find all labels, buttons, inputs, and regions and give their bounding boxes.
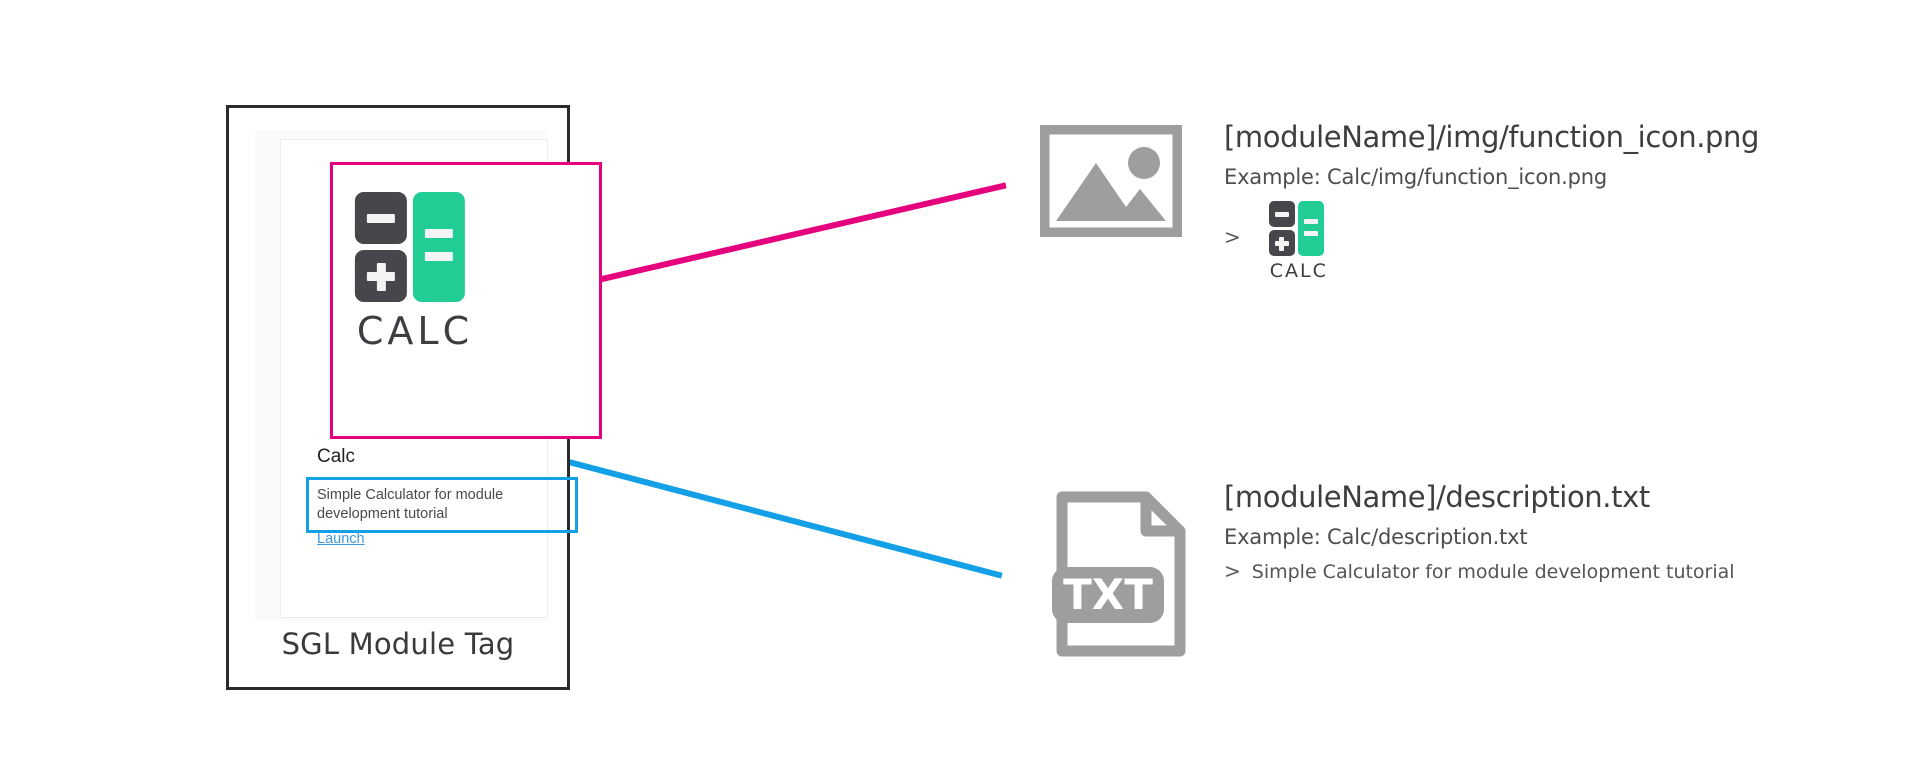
calc-left-column <box>354 192 407 302</box>
angle-bracket-icon: > <box>1224 559 1241 583</box>
equals-key-icon <box>412 192 465 302</box>
entry-text-block: [moduleName]/img/function_icon.png Examp… <box>1224 120 1759 282</box>
entry-heading: [moduleName]/img/function_icon.png <box>1224 120 1760 154</box>
module-tag-title: Calc <box>317 446 356 467</box>
module-tag-card[interactable]: CALC Calc Simple Calculator for module d… <box>280 139 602 618</box>
calc-left-column <box>1268 201 1295 256</box>
calc-logo-example: CALC <box>1268 201 1328 282</box>
minus-key-icon <box>354 192 407 244</box>
entry-heading: [moduleName]/description.txt <box>1224 480 1650 514</box>
plus-key-icon <box>1268 230 1295 256</box>
calc-logo: CALC <box>354 192 474 353</box>
txt-file-icon: TXT <box>1050 485 1192 668</box>
connector-line-icon <box>542 182 1007 296</box>
angle-bracket-icon: > <box>1224 225 1241 249</box>
entry-value-row: > <box>1224 201 1759 282</box>
calc-wordmark: CALC <box>356 309 474 353</box>
calc-wordmark: CALC <box>1269 260 1328 282</box>
frame-caption: SGL Module Tag <box>281 627 515 661</box>
plus-key-icon <box>354 250 407 302</box>
calc-keys <box>1268 201 1328 256</box>
launch-link[interactable]: Launch <box>317 531 365 547</box>
module-tag-surface: CALC Calc Simple Calculator for module d… <box>255 130 602 620</box>
image-placeholder-icon <box>1038 123 1184 242</box>
entry-value-text: Simple Calculator for module development… <box>1251 561 1735 583</box>
entry-value-row: > Simple Calculator for module developme… <box>1224 561 1735 583</box>
minus-key-icon <box>1268 201 1295 227</box>
sgl-module-tag-frame: CALC Calc Simple Calculator for module d… <box>226 105 602 690</box>
txt-icon-label: TXT <box>1063 570 1153 619</box>
connector-line-description <box>542 452 1003 579</box>
calc-keys <box>354 192 473 302</box>
entry-example: Example: Calc/img/function_icon.png <box>1224 165 1608 189</box>
module-tag-description: Simple Calculator for module development… <box>317 487 504 523</box>
entry-text-block: [moduleName]/description.txt Example: Ca… <box>1224 480 1735 583</box>
entry-example: Example: Calc/description.txt <box>1224 525 1528 549</box>
equals-key-icon <box>1297 201 1324 256</box>
